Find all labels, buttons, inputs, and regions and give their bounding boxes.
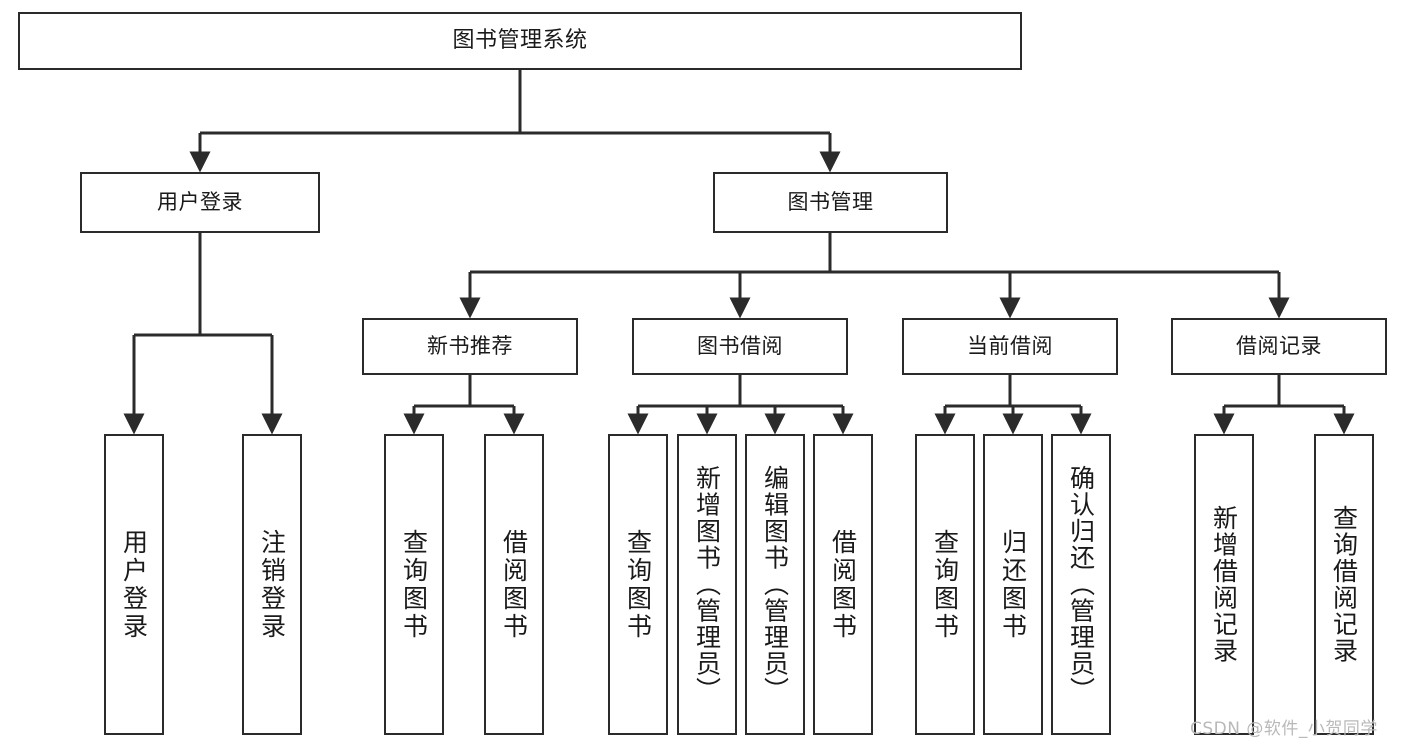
- node-label: 新增借阅记录: [1209, 505, 1239, 664]
- watermark-credit: CSDN @软件_小贺同学: [1190, 719, 1378, 739]
- node-root[interactable]: 图书管理系统: [18, 12, 1022, 70]
- node-label: 查询借阅记录: [1329, 505, 1359, 664]
- leaf-record-add-record[interactable]: 新增借阅记录: [1194, 434, 1254, 735]
- node-label: 查询图书: [623, 528, 653, 641]
- node-label: 借阅图书: [499, 528, 529, 641]
- node-label: 新增图书（管理员）: [692, 465, 722, 704]
- leaf-borrow-borrow-book[interactable]: 借阅图书: [813, 434, 873, 735]
- node-label: 用户登录: [119, 528, 149, 641]
- leaf-current-query-book[interactable]: 查询图书: [915, 434, 975, 735]
- node-book-management[interactable]: 图书管理: [713, 172, 948, 233]
- leaf-recommend-borrow-book[interactable]: 借阅图书: [484, 434, 544, 735]
- leaf-borrow-add-book[interactable]: 新增图书（管理员）: [677, 434, 737, 735]
- node-label: 归还图书: [998, 528, 1028, 641]
- node-label: 注销登录: [257, 528, 287, 641]
- node-label: 当前借阅: [967, 334, 1053, 359]
- node-label: 编辑图书（管理员）: [760, 465, 790, 704]
- leaf-record-query-record[interactable]: 查询借阅记录: [1314, 434, 1374, 735]
- node-label: 确认归还（管理员）: [1066, 465, 1096, 704]
- node-label: 借阅图书: [828, 528, 858, 641]
- leaf-recommend-query-book[interactable]: 查询图书: [384, 434, 444, 735]
- node-user-login[interactable]: 用户登录: [80, 172, 320, 233]
- leaf-user-login[interactable]: 用户登录: [104, 434, 164, 735]
- node-label: 新书推荐: [427, 334, 513, 359]
- node-label: 图书借阅: [697, 334, 783, 359]
- node-label: 查询图书: [399, 528, 429, 641]
- node-new-book-recommend[interactable]: 新书推荐: [362, 318, 578, 375]
- node-current-borrow[interactable]: 当前借阅: [902, 318, 1118, 375]
- leaf-current-return-book[interactable]: 归还图书: [983, 434, 1043, 735]
- leaf-current-confirm-return[interactable]: 确认归还（管理员）: [1051, 434, 1111, 735]
- leaf-user-logout[interactable]: 注销登录: [242, 434, 302, 735]
- node-label: 用户登录: [157, 190, 243, 215]
- node-borrow-record[interactable]: 借阅记录: [1171, 318, 1387, 375]
- node-label: 查询图书: [930, 528, 960, 641]
- leaf-borrow-edit-book[interactable]: 编辑图书（管理员）: [745, 434, 805, 735]
- node-label: 图书管理系统: [452, 28, 588, 54]
- node-label: 借阅记录: [1236, 334, 1322, 359]
- leaf-borrow-query-book[interactable]: 查询图书: [608, 434, 668, 735]
- node-label: 图书管理: [787, 190, 874, 215]
- node-book-borrow[interactable]: 图书借阅: [632, 318, 848, 375]
